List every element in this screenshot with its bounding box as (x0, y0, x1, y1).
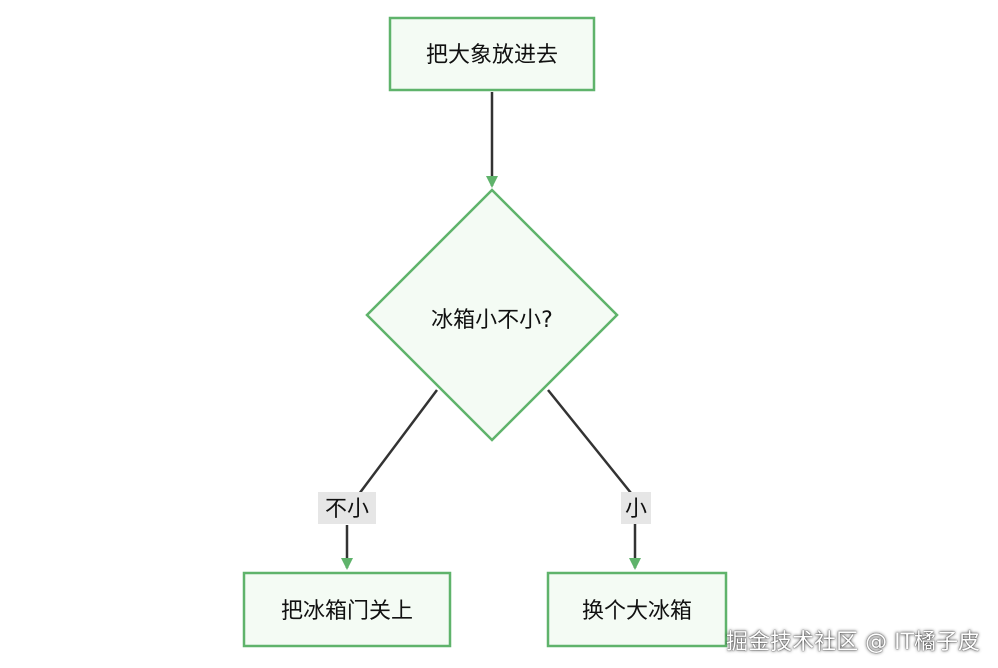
watermark-text: 掘金技术社区 @ IT橘子皮 (726, 630, 980, 655)
node-swap-fridge (546, 571, 728, 648)
node-close-door (242, 571, 452, 648)
edge-label-small: 小 (625, 497, 647, 522)
node-close-door-label: 把冰箱门关上 (281, 599, 413, 624)
edge-label-not-small-bg (318, 492, 376, 524)
node-swap-fridge-label: 换个大冰箱 (582, 599, 692, 624)
edge-decision-to-close-door (346, 389, 438, 511)
node-start (388, 16, 596, 92)
edge-label-not-small: 不小 (325, 497, 369, 522)
node-decision (365, 188, 619, 442)
edge-label-small-bg (621, 492, 651, 524)
node-decision-label: 冰箱小不小? (431, 308, 553, 333)
edge-decision-to-swap-fridge (547, 389, 636, 499)
node-start-label: 把大象放进去 (426, 43, 558, 68)
